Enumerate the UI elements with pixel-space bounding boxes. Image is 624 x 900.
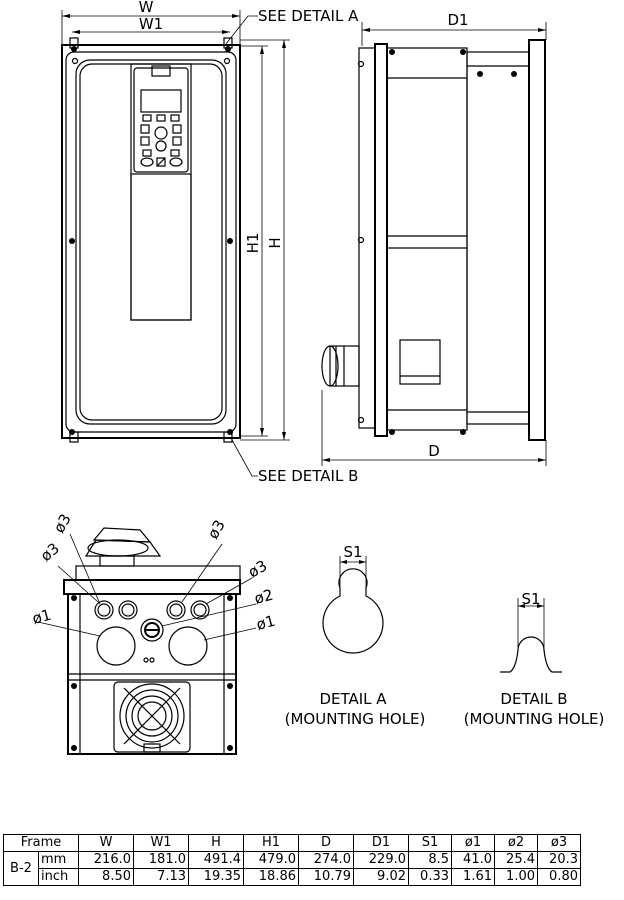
- label-phi3-top-right: ø3: [204, 517, 229, 542]
- table-header-cell: ø3: [537, 834, 581, 852]
- dim-h-label: H: [266, 237, 284, 248]
- detail-a-title: DETAIL A: [319, 690, 387, 708]
- table-cell: 0.80: [537, 868, 581, 886]
- detail-b-title: DETAIL B: [500, 690, 567, 708]
- table-header-cell: D1: [353, 834, 409, 852]
- table-cell: 1.61: [451, 868, 495, 886]
- table-cell: 19.35: [188, 868, 244, 886]
- table-cell: 229.0: [353, 851, 409, 869]
- side-view: D1 D: [321, 11, 547, 466]
- table-cell: 10.79: [298, 868, 354, 886]
- table-cell: 1.00: [494, 868, 538, 886]
- detail-a-callout: SEE DETAIL A: [258, 7, 359, 25]
- table-header-cell: H1: [243, 834, 299, 852]
- detail-a-dim: S1: [343, 543, 362, 561]
- table-header-cell: Frame: [3, 834, 79, 852]
- detail-a: S1 DETAIL A (MOUNTING HOLE): [285, 543, 426, 728]
- detail-a-subtitle: (MOUNTING HOLE): [285, 710, 426, 728]
- table-cell: 25.4: [494, 851, 538, 869]
- table-cell: 9.02: [353, 868, 409, 886]
- bottom-view: ø3 ø3 ø1 ø3 ø3 ø2 ø1: [30, 511, 277, 755]
- table-header-cell: ø1: [451, 834, 495, 852]
- unit-cell: inch: [38, 868, 79, 886]
- keypad: [133, 65, 189, 173]
- label-phi2: ø2: [252, 586, 275, 608]
- table-cell: 274.0: [298, 851, 354, 869]
- label-phi3-right: ø3: [245, 557, 270, 582]
- label-phi1-right: ø1: [254, 612, 277, 634]
- table-header-cell: W1: [133, 834, 189, 852]
- table-cell: 8.50: [78, 868, 134, 886]
- table-header-cell: D: [298, 834, 354, 852]
- table-header-cell: H: [188, 834, 244, 852]
- table-cell: 20.3: [537, 851, 581, 869]
- table-header-row: Frame W W1 H H1 D D1 S1 ø1 ø2 ø3: [3, 834, 581, 852]
- label-phi3-left: ø3: [37, 539, 63, 565]
- table-header-cell: ø2: [494, 834, 538, 852]
- dim-h1-label: H1: [244, 233, 262, 254]
- label-phi3-top-left: ø3: [50, 511, 75, 536]
- detail-b: S1 DETAIL B (MOUNTING HOLE): [464, 590, 605, 728]
- table-cell: 181.0: [133, 851, 189, 869]
- table-cell: 216.0: [78, 851, 134, 869]
- table-header-cell: S1: [408, 834, 452, 852]
- table-row: B-2 mm 216.0 181.0 491.4 479.0 274.0 229…: [3, 851, 581, 886]
- dimension-table: Frame W W1 H H1 D D1 S1 ø1 ø2 ø3 B-2 mm …: [3, 834, 581, 886]
- table-cell: 18.86: [243, 868, 299, 886]
- table-header-cell: W: [78, 834, 134, 852]
- label-phi1-left: ø1: [30, 606, 53, 628]
- table-cell: 8.5: [408, 851, 452, 869]
- table-cell: 7.13: [133, 868, 189, 886]
- dim-d-label: D: [428, 442, 440, 460]
- table-row: inch 8.50 7.13 19.35 18.86 10.79 9.02 0.…: [4, 868, 581, 886]
- detail-b-subtitle: (MOUNTING HOLE): [464, 710, 605, 728]
- frame-cell: B-2: [3, 851, 39, 886]
- detail-b-callout: SEE DETAIL B: [258, 467, 358, 485]
- table-cell: 41.0: [451, 851, 495, 869]
- unit-cell: mm: [38, 851, 79, 869]
- dim-w-label: W: [139, 0, 154, 16]
- dim-w1-label: W1: [139, 15, 163, 33]
- table-cell: 491.4: [188, 851, 244, 869]
- detail-b-dim: S1: [521, 590, 540, 608]
- front-view: W W1 SEE DETAIL A SEE DETAIL B: [61, 0, 359, 485]
- table-cell: 479.0: [243, 851, 299, 869]
- table-cell: 0.33: [408, 868, 452, 886]
- dim-d1-label: D1: [447, 11, 468, 29]
